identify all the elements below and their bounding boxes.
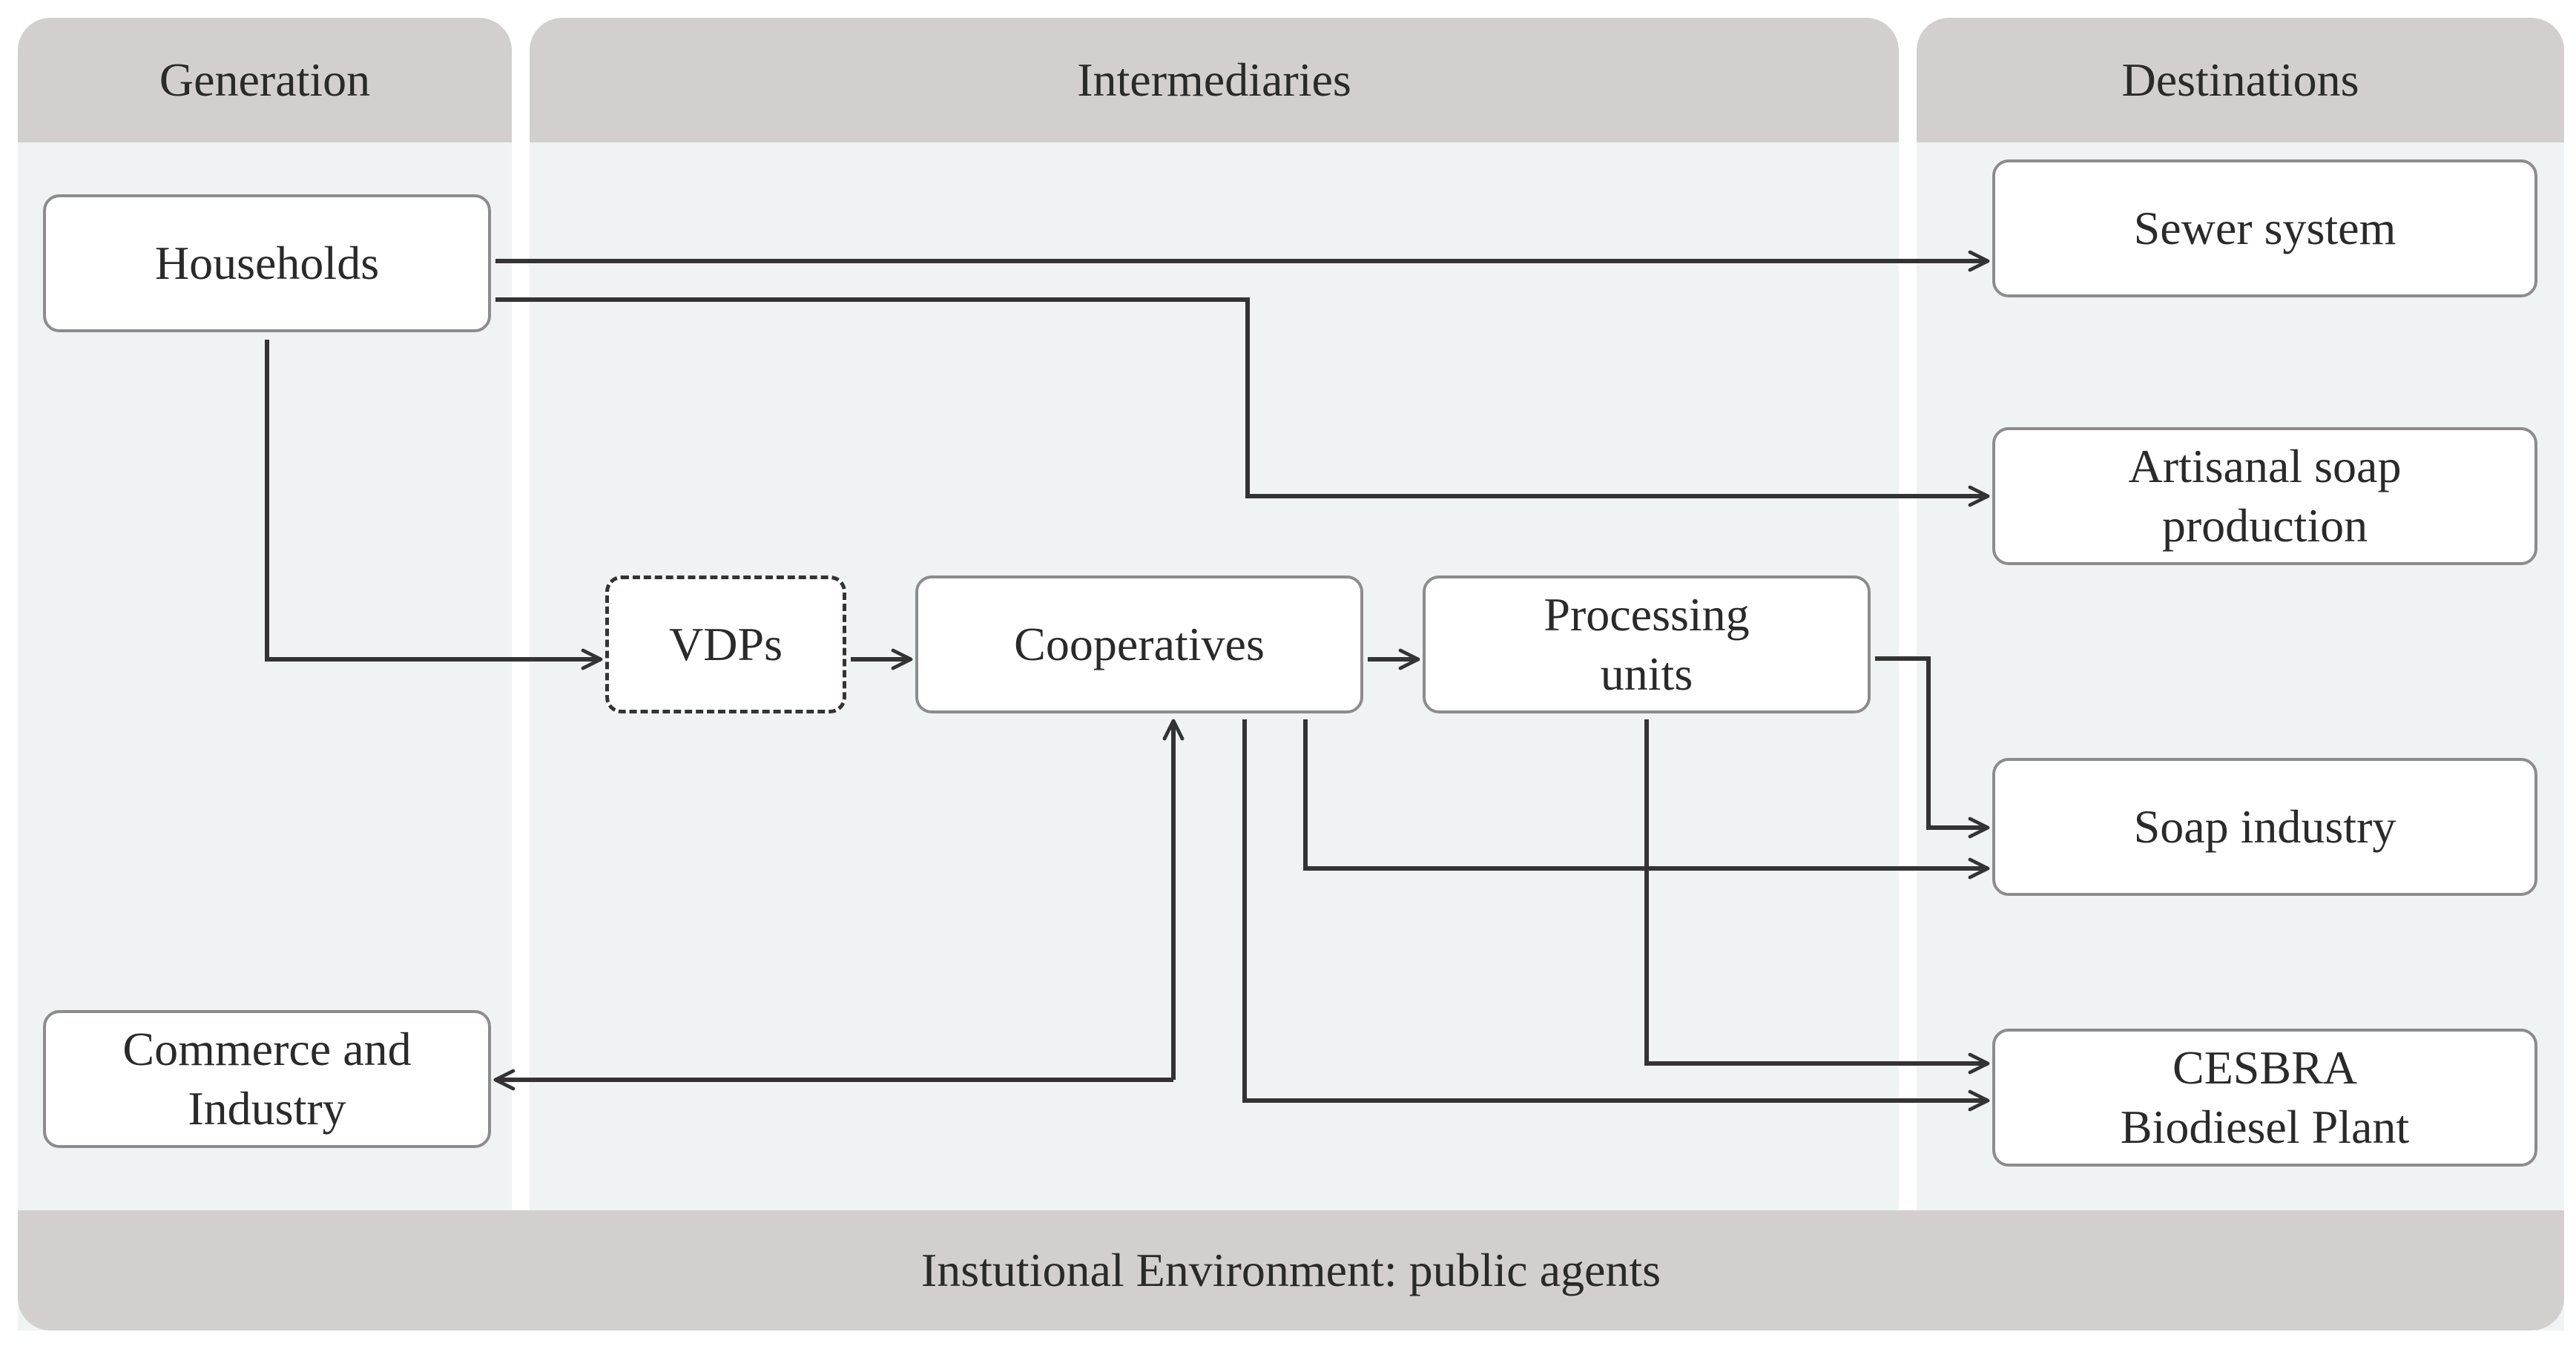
node-sewer-system: Sewer system <box>1992 159 2537 297</box>
footer-institutional-environment: Instutional Environment: public agents <box>18 1210 2564 1330</box>
node-artisanal-soap-production: Artisanal soap production <box>1992 427 2537 565</box>
column-header-generation: Generation <box>18 18 512 142</box>
node-cesbra-biodiesel-plant: CESBRA Biodiesel Plant <box>1992 1029 2537 1167</box>
column-header-destinations: Destinations <box>1917 18 2564 142</box>
node-vdps: VDPs <box>605 575 846 713</box>
node-processing-units: Processing units <box>1423 575 1871 713</box>
node-cooperatives: Cooperatives <box>915 575 1363 713</box>
node-commerce-and-industry: Commerce and Industry <box>43 1010 491 1148</box>
node-soap-industry: Soap industry <box>1992 758 2537 896</box>
column-header-intermediaries: Intermediaries <box>530 18 1899 142</box>
node-households: Households <box>43 194 491 332</box>
